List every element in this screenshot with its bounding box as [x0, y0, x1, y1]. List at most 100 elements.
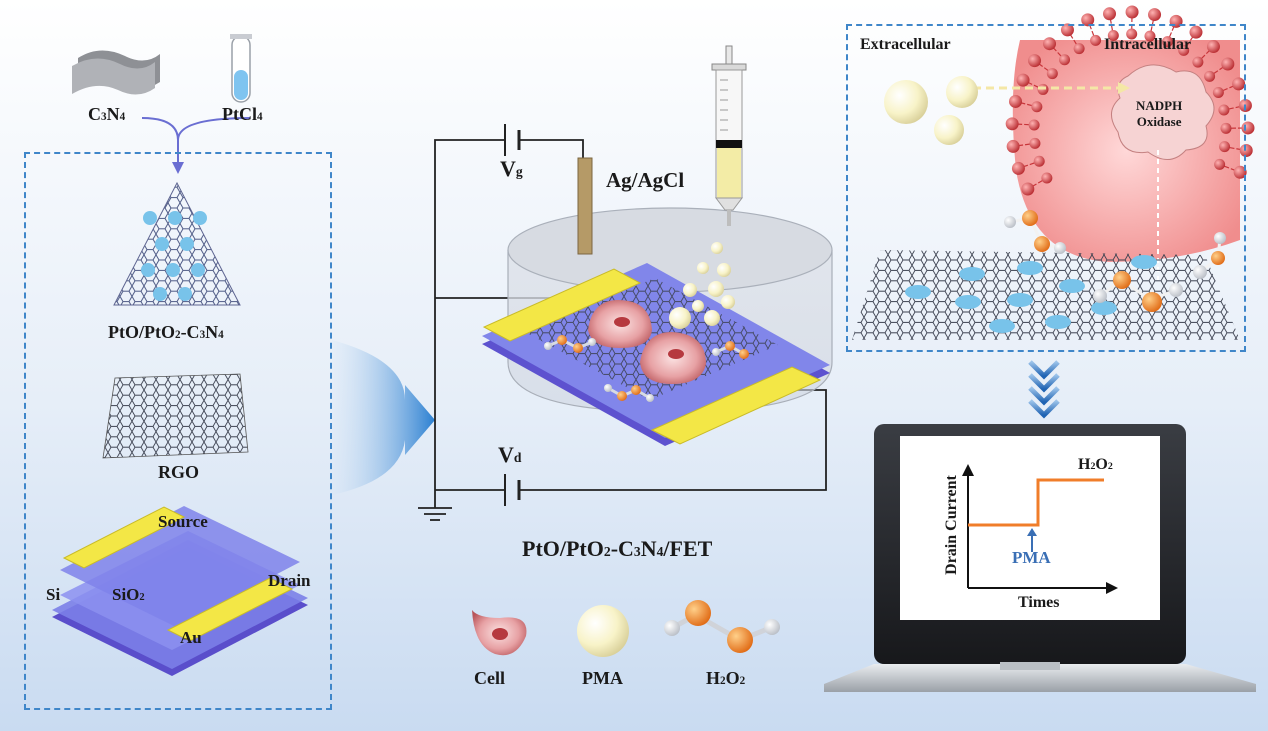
pto-c3n4-lattice-icon [113, 181, 241, 306]
lipid-head [1214, 158, 1226, 170]
lipid-head [1021, 182, 1035, 196]
lipid-head [1005, 117, 1019, 131]
current-plot [962, 464, 1118, 594]
lipid-head [1204, 70, 1216, 82]
drain-battery-icon [504, 474, 521, 506]
current-trace [968, 478, 1104, 527]
lipid-head [1144, 30, 1156, 42]
lipid-head [1220, 122, 1232, 134]
legend-pma-label: PMA [582, 668, 623, 688]
legend-h2o2-icon [664, 600, 780, 653]
h2o2-molecule-icon [712, 341, 749, 359]
lipid-head [1221, 57, 1235, 71]
plot-ylabel: Drain Current [943, 475, 960, 575]
lipid-head [1029, 137, 1041, 149]
pma-particles [884, 76, 978, 145]
h2o2-molecule-icon [1093, 271, 1183, 312]
lipid-head [1206, 40, 1220, 54]
material-panel [24, 152, 332, 710]
sio2-label: SiO2 [112, 585, 145, 604]
nadph-oxidase-icon [1111, 64, 1215, 160]
lipid-head [1218, 104, 1230, 116]
lipid-head [1033, 155, 1045, 167]
pt-sites [905, 255, 1157, 333]
agcl-electrode-icon [577, 157, 593, 255]
legend-cell-label: Cell [474, 668, 505, 688]
plot-product-label: H2O2 [1078, 456, 1113, 473]
source-label: Source [158, 512, 208, 531]
h2o2-molecule-icon [604, 384, 654, 402]
intracellular-label: Intracellular [1104, 36, 1192, 53]
lipid-head [1232, 77, 1246, 91]
lipid-head [1233, 165, 1247, 179]
au-label: Au [180, 628, 202, 647]
lipid-head [1107, 29, 1119, 41]
agcl-label: Ag/AgCl [606, 168, 685, 192]
rgo-label: RGO [158, 462, 200, 482]
lipid-head [1178, 44, 1190, 56]
lipid-head [1011, 161, 1025, 175]
lipid-head [1126, 28, 1138, 40]
cell-interaction-panel [846, 24, 1246, 352]
h2o2-molecule-icon [1193, 232, 1226, 279]
lipid-head [1212, 86, 1224, 98]
lipid-head [1162, 36, 1174, 48]
h2o2-molecule-icon [1004, 210, 1066, 254]
vd-label: Vd [498, 442, 522, 467]
legend-h2o2-label: H2O2 [706, 668, 746, 688]
merge-arrow [141, 117, 251, 166]
lipid-head [1031, 101, 1043, 113]
gate-battery-icon [504, 124, 521, 156]
fet-device-icon [52, 506, 308, 676]
lipid-head [1073, 43, 1085, 55]
lipid-head [1090, 34, 1102, 46]
ground-icon [418, 507, 452, 521]
merge-arrow-head [172, 162, 184, 174]
lipid-head [1219, 141, 1231, 153]
plot-event-label: PMA [1012, 548, 1051, 567]
lipid-head [1103, 7, 1117, 21]
chevron-down-icon [1028, 360, 1060, 419]
lipid-head [1006, 139, 1020, 153]
h2o2-molecule-icon [544, 335, 596, 353]
lipid-head [1043, 37, 1057, 51]
lipid-head [1041, 172, 1053, 184]
lipid-head [1009, 94, 1023, 108]
lipid-head [1239, 143, 1253, 157]
si-label: Si [46, 585, 61, 604]
composite-label: PtO/PtO2-C3N4 [108, 322, 224, 342]
lipid-head [1028, 54, 1042, 68]
rgo-sheet-icon [102, 373, 249, 459]
device-title: PtO/PtO2-C3N4/FET [522, 536, 713, 561]
graphene-sheet-icon [72, 50, 160, 95]
lipid-head [1081, 13, 1095, 27]
plot-xlabel: Times [1018, 594, 1060, 611]
process-arrow [332, 340, 435, 495]
lipid-head [1148, 8, 1162, 22]
test-tube-icon [230, 34, 252, 103]
laptop-icon [824, 424, 1256, 692]
membrane-bilayer-icon [1005, 5, 1255, 196]
legend-cell-icon [472, 610, 527, 656]
extracellular-label: Extracellular [860, 36, 951, 53]
lipid-head [1028, 119, 1040, 131]
nadph-label: NADPH Oxidase [1136, 98, 1183, 129]
lipid-head [1046, 68, 1058, 80]
legend-pma-icon [577, 605, 629, 657]
lipid-head [1125, 5, 1139, 19]
transport-arrow-head [1118, 82, 1130, 94]
vg-label: Vg [500, 156, 523, 181]
lipid-head [1059, 54, 1071, 66]
pma-droplets [669, 242, 735, 329]
lipid-head [1016, 73, 1030, 87]
graphene-layer-icon [852, 250, 1240, 340]
lipid-head [1060, 23, 1074, 37]
ptcl4-label: PtCl4 [222, 104, 263, 124]
lipid-head [1189, 25, 1203, 39]
cell-icon [588, 300, 652, 348]
lipid-head [1192, 56, 1204, 68]
c3n4-label: C3N4 [88, 104, 126, 124]
syringe-icon [711, 45, 747, 226]
cell-icon [640, 332, 706, 384]
